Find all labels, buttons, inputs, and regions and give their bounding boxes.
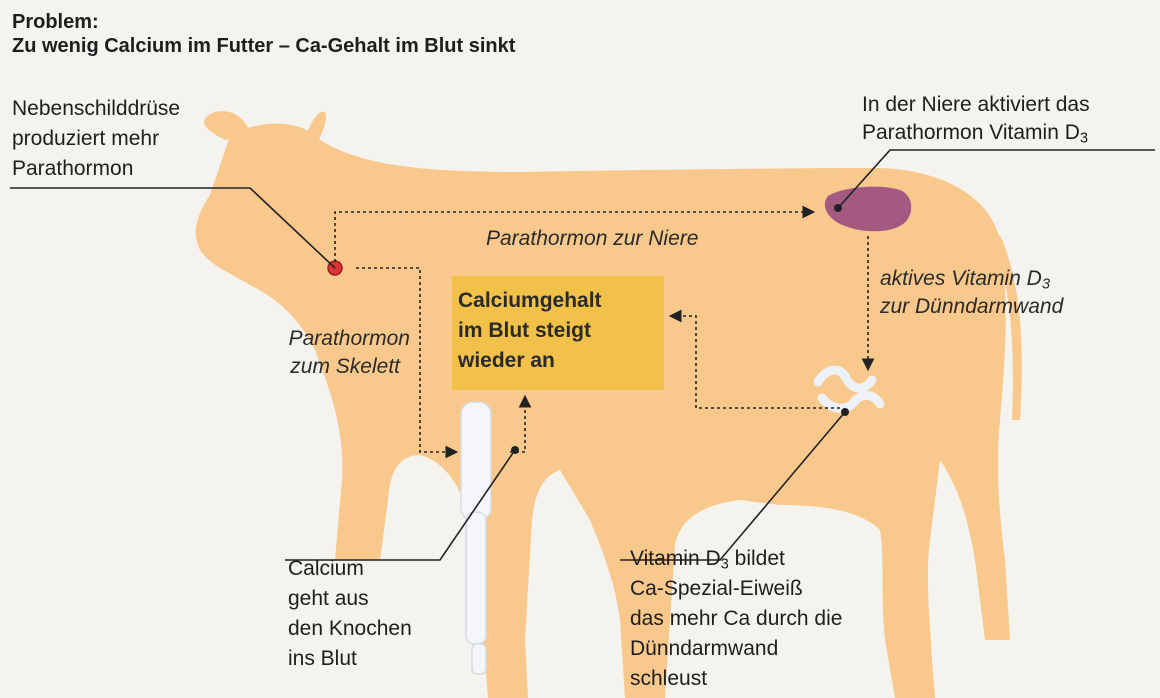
- label-to-kidney: Parathormon zur Niere: [486, 226, 698, 252]
- bone-note-3: den Knochen: [288, 616, 412, 642]
- label-vitd-1: aktives Vitamin D3: [880, 266, 1050, 292]
- intestine-note-2: Ca-Spezial-Eiweiß: [630, 576, 803, 602]
- label-kidney-2: Parathormon Vitamin D3: [862, 120, 1088, 146]
- intestine-note-1a: Vitamin D: [630, 547, 721, 570]
- intestine-note-3: das mehr Ca durch die: [630, 606, 842, 632]
- label-vitd-2: zur Dünndarmwand: [880, 294, 1063, 320]
- label-kidney-1: In der Niere aktiviert das: [862, 92, 1090, 118]
- header-title: Zu wenig Calcium im Futter – Ca-Gehalt i…: [12, 34, 515, 58]
- intestine-note-5: schleust: [630, 666, 707, 692]
- result-line-3: wieder an: [458, 348, 555, 374]
- label-kidney-2-text: Parathormon Vitamin D: [862, 121, 1080, 144]
- label-vitd-1-sub: 3: [1042, 277, 1050, 293]
- label-parathyroid-2: produziert mehr: [12, 126, 159, 152]
- intestine-note-1b: bildet: [729, 547, 785, 570]
- label-vitd-1-text: aktives Vitamin D: [880, 267, 1042, 290]
- header-problem: Problem:: [12, 10, 99, 34]
- bone-note-2: geht aus: [288, 586, 369, 612]
- bone-note-1: Calcium: [288, 556, 364, 582]
- label-skeleton-1: Parathormon: [240, 326, 410, 352]
- result-line-1: Calciumgehalt: [458, 288, 602, 314]
- label-parathyroid-3: Parathormon: [12, 156, 133, 182]
- intestine-note-1: Vitamin D3 bildet: [630, 546, 785, 572]
- bone-icon: [461, 402, 491, 674]
- label-parathyroid-1: Nebenschilddrüse: [12, 96, 180, 122]
- bone-note-4: ins Blut: [288, 646, 357, 672]
- result-line-2: im Blut steigt: [458, 318, 591, 344]
- label-kidney-2-sub: 3: [1080, 131, 1088, 147]
- label-skeleton-2: zum Skelett: [240, 354, 400, 380]
- intestine-note-4: Dünndarmwand: [630, 636, 778, 662]
- intestine-note-1-sub: 3: [721, 557, 729, 573]
